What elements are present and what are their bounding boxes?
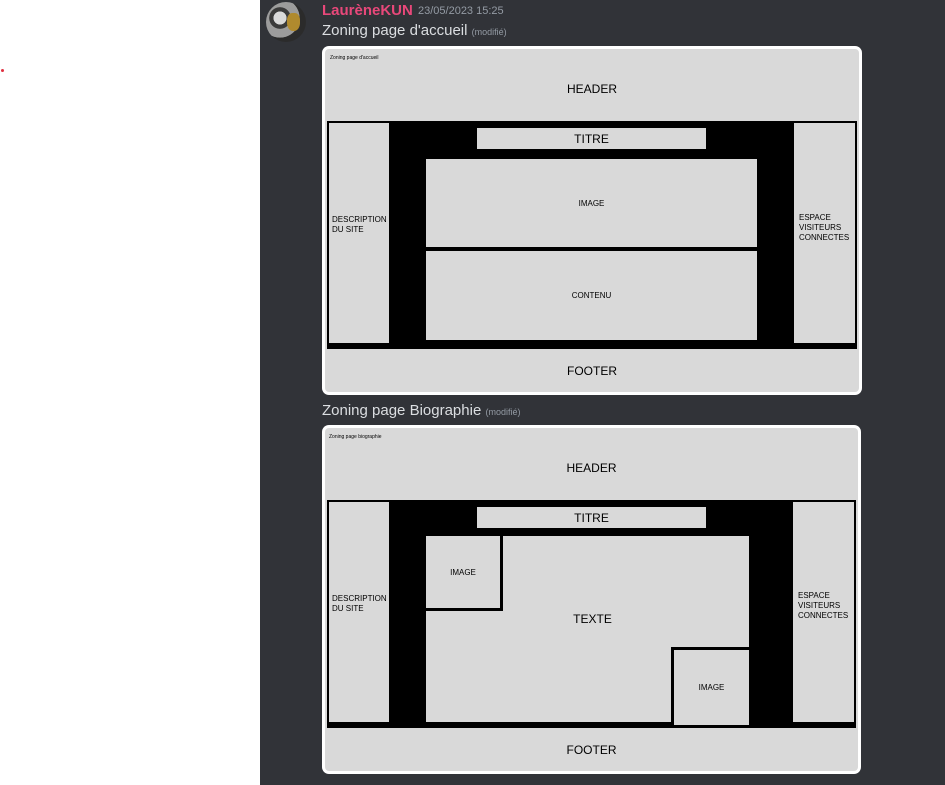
zoning-diagram-accueil: Zoning page d'accueil HEADER DESCRIPTION…: [325, 49, 859, 392]
right-column-label-line1: ESPACE: [798, 591, 830, 600]
header-zone-label: HEADER: [566, 82, 617, 96]
image-caption: Zoning page d'accueil: [330, 55, 379, 61]
author-name[interactable]: LaurèneKUN: [322, 2, 413, 19]
title-zone: TITRE: [477, 507, 706, 528]
left-column-label-line2: DU SITE: [332, 225, 364, 234]
header-zone-label: HEADER: [566, 461, 617, 475]
edited-label: (modifié): [471, 27, 507, 37]
body-zone: DESCRIPTION DU SITE TITRE IMAGE CONTENU …: [327, 121, 857, 349]
left-column-label-line1: DESCRIPTION: [332, 594, 387, 603]
text-zone-label: TEXTE: [573, 612, 612, 626]
title-zone-label: TITRE: [574, 131, 609, 146]
zoning-diagram-biographie: Zoning page biographie HEADER DESCRIPTIO…: [325, 428, 858, 771]
footer-zone-label: FOOTER: [566, 743, 617, 757]
content-zone: CONTENU: [426, 251, 757, 340]
image-attachment-2[interactable]: Zoning page biographie HEADER DESCRIPTIO…: [322, 425, 861, 774]
right-column-label-line3: CONNECTES: [798, 611, 849, 620]
text-zone: IMAGE TEXTE IMAGE: [426, 536, 749, 725]
body-zone: DESCRIPTION DU SITE TITRE IMAGE TEXTE IM…: [327, 500, 856, 728]
edited-label: (modifié): [485, 407, 521, 417]
image-zone: IMAGE: [426, 159, 757, 247]
message-text-2-content: Zoning page Biographie: [322, 402, 482, 419]
left-column-label-line1: DESCRIPTION: [332, 215, 387, 224]
message-text-1: Zoning page d'accueil (modifié): [322, 22, 507, 39]
title-zone-label: TITRE: [574, 510, 609, 525]
right-column-zone: ESPACE VISITEURS CONNECTES: [793, 502, 854, 722]
message-text-2: Zoning page Biographie (modifié): [322, 402, 520, 419]
message-timestamp[interactable]: 23/05/2023 15:25: [418, 5, 504, 17]
image-attachment-1[interactable]: Zoning page d'accueil HEADER DESCRIPTION…: [322, 46, 862, 395]
image-zone-top: IMAGE: [426, 536, 503, 611]
message-text-1-content: Zoning page d'accueil: [322, 22, 468, 39]
content-zone-label: CONTENU: [571, 291, 612, 300]
right-column-label-line2: VISITEURS: [799, 223, 842, 232]
right-column-label-line2: VISITEURS: [798, 601, 841, 610]
left-column-label-line2: DU SITE: [332, 604, 364, 613]
image-zone-bottom-label: IMAGE: [698, 683, 725, 692]
title-zone: TITRE: [477, 128, 706, 149]
left-column-zone: DESCRIPTION DU SITE: [329, 502, 389, 722]
right-column-label-line1: ESPACE: [799, 213, 831, 222]
image-caption: Zoning page biographie: [329, 434, 382, 440]
chat-panel: LaurèneKUN 23/05/2023 15:25 Zoning page …: [260, 0, 945, 785]
right-column-zone: ESPACE VISITEURS CONNECTES: [794, 123, 855, 343]
avatar[interactable]: [266, 2, 306, 42]
right-column-label-line3: CONNECTES: [799, 233, 850, 242]
red-dot-marker: [1, 69, 4, 72]
image-zone-bottom: IMAGE: [671, 647, 749, 725]
image-zone-label: IMAGE: [578, 198, 605, 208]
footer-zone-label: FOOTER: [567, 364, 617, 378]
image-zone-top-label: IMAGE: [450, 567, 476, 577]
left-column-zone: DESCRIPTION DU SITE: [329, 123, 389, 343]
